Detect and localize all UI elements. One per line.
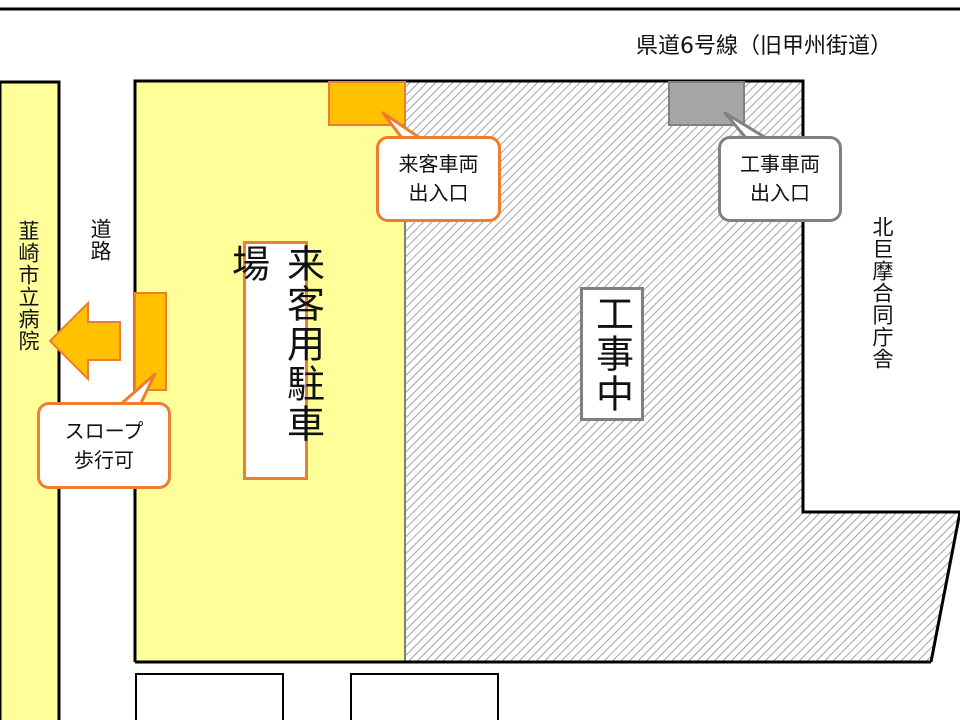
bottom-building-right	[350, 673, 499, 720]
visitor-entrance-callout-text: 来客車両 出入口	[398, 152, 479, 205]
slope-callout-text: スロープ 歩行可	[64, 418, 144, 472]
construction-entrance-callout: 工事車両 出入口	[718, 136, 842, 222]
construction-label: 工事中	[589, 294, 634, 414]
government-office-label: 北巨摩合同庁舎	[870, 216, 894, 370]
site-outline	[133, 79, 960, 662]
arrow-left-icon	[48, 300, 121, 382]
site-diagonal-edge	[929, 511, 960, 663]
hospital-area	[0, 80, 61, 720]
slope-callout: スロープ 歩行可	[37, 402, 171, 489]
road-label: 道路	[88, 218, 112, 262]
parking-label-box: 来客用駐車場	[226, 241, 325, 480]
visitor-entrance-callout: 来客車両 出入口	[376, 136, 501, 222]
bottom-building-left	[135, 673, 284, 720]
slope-marker	[134, 292, 167, 391]
construction-area	[405, 82, 960, 662]
parking-label: 来客用駐車場	[225, 244, 325, 444]
hospital-label: 韮崎市立病院	[16, 220, 40, 352]
construction-label-box: 工事中	[580, 287, 644, 421]
construction-entrance-callout-text: 工事車両 出入口	[740, 152, 820, 205]
prefectural-road-label: 県道6号線（旧甲州街道）	[636, 34, 892, 59]
